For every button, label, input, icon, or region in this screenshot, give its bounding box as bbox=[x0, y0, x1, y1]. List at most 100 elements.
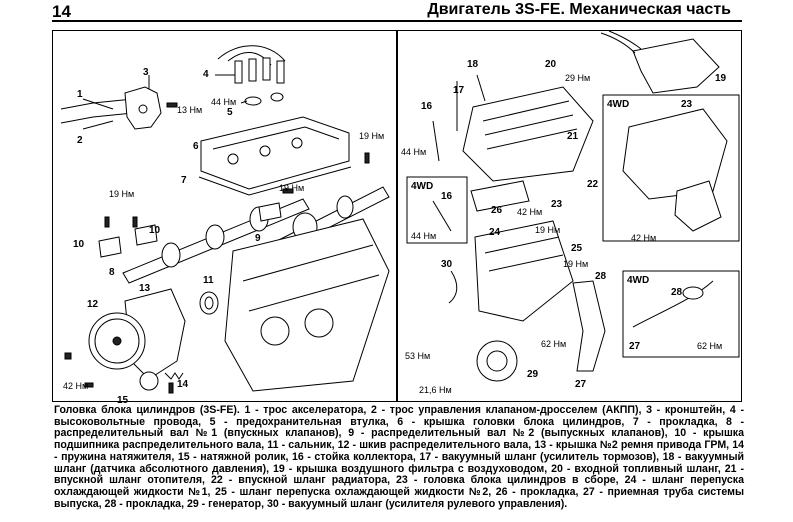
callout-23: 23 bbox=[551, 199, 563, 210]
callout-20: 20 bbox=[545, 59, 557, 70]
callout-28: 28 bbox=[595, 271, 607, 282]
engine-block bbox=[474, 220, 574, 322]
bolt bbox=[166, 102, 178, 108]
bearing-cap-1 bbox=[98, 236, 122, 258]
air-cleaner-cover bbox=[632, 38, 720, 94]
plug-boot-3 bbox=[262, 57, 271, 81]
plug-boot-1 bbox=[234, 60, 243, 84]
torque-19nm-e: 19 Нм bbox=[563, 259, 588, 269]
callout-23-4wd: 23 bbox=[681, 99, 693, 110]
callout-22: 22 bbox=[587, 179, 599, 190]
figure-divider bbox=[396, 31, 398, 401]
bolt bbox=[364, 152, 370, 164]
torque-44nm-b: 44 Нм bbox=[401, 147, 426, 157]
bolt bbox=[132, 216, 138, 228]
torque-44nm-c: 44 Нм bbox=[411, 231, 436, 241]
alternator-pulley bbox=[486, 350, 508, 372]
block-lines bbox=[484, 236, 564, 272]
ps-vacuum-hose bbox=[448, 270, 458, 304]
plug-boot-4 bbox=[276, 60, 285, 84]
torque-19nm-c: 19 Нм bbox=[279, 183, 304, 193]
bolt bbox=[168, 382, 174, 394]
callout-1: 1 bbox=[77, 89, 83, 100]
page-number: 14 bbox=[52, 2, 71, 21]
callout-10b: 10 bbox=[149, 225, 161, 236]
exhaust-pipe-4wd bbox=[632, 280, 714, 328]
bearing-cap-2 bbox=[134, 224, 158, 246]
callout-27: 27 bbox=[575, 379, 587, 390]
manifold-runners bbox=[482, 100, 578, 150]
vacuum-hose-18 bbox=[476, 74, 486, 102]
torque-42nm-b: 42 Нм bbox=[517, 207, 542, 217]
torque-29nm: 29 Нм bbox=[565, 73, 590, 83]
cam-lobe-a bbox=[161, 242, 181, 268]
torque-53nm: 53 Нм bbox=[405, 351, 430, 361]
bearing-cap-3 bbox=[258, 202, 282, 222]
cylinder-head-assembly bbox=[462, 86, 594, 182]
leader-lines bbox=[82, 74, 248, 130]
cover-port-2 bbox=[259, 145, 271, 157]
callout-7: 7 bbox=[181, 175, 187, 186]
head-4wd bbox=[622, 108, 728, 200]
callout-6: 6 bbox=[193, 141, 199, 152]
grommet-2 bbox=[270, 92, 284, 102]
callout-29: 29 bbox=[527, 369, 539, 380]
cover-gasket bbox=[198, 166, 352, 196]
torque-42nm-a: 42 Нм bbox=[63, 381, 88, 391]
callout-18: 18 bbox=[467, 59, 479, 70]
tensioner-pulley bbox=[139, 371, 159, 391]
callout-12: 12 bbox=[87, 299, 99, 310]
cam-lobe-b bbox=[205, 224, 225, 250]
torque-62nm-b: 62 Нм bbox=[697, 341, 722, 351]
torque-21-6nm: 21,6 Нм bbox=[419, 385, 452, 395]
callout-25: 25 bbox=[571, 243, 583, 254]
callout-26: 26 bbox=[491, 205, 503, 216]
header-rule bbox=[52, 20, 742, 22]
callout-11: 11 bbox=[203, 275, 214, 286]
torque-42nm-c: 42 Нм bbox=[631, 233, 656, 243]
callout-28-4wd: 28 bbox=[671, 287, 683, 298]
callout-19: 19 bbox=[715, 73, 727, 84]
cover-port-3 bbox=[291, 137, 303, 149]
gasket-4wd bbox=[682, 286, 704, 300]
callout-14: 14 bbox=[177, 379, 189, 390]
air-duct bbox=[600, 32, 636, 54]
callout-15: 15 bbox=[117, 395, 129, 403]
accelerator-cable bbox=[60, 98, 134, 110]
4wd-box-stay bbox=[406, 176, 468, 244]
page-header: 14 Двигатель 3S-FE. Механическая часть bbox=[0, 0, 793, 22]
callout-8: 8 bbox=[109, 267, 115, 278]
manifold-gasket bbox=[470, 180, 530, 212]
4wd-box-exhaust bbox=[622, 270, 740, 358]
cylinder-head-cover bbox=[200, 116, 350, 190]
torque-19nm-d: 19 Нм bbox=[535, 225, 560, 235]
bracket-hole bbox=[138, 104, 148, 114]
bolt bbox=[64, 352, 72, 360]
bolt bbox=[282, 188, 294, 194]
air-duct-2 bbox=[608, 31, 642, 50]
exhaust-4wd bbox=[674, 180, 722, 232]
cover-port-1 bbox=[227, 153, 239, 165]
block-bore-2 bbox=[304, 308, 334, 338]
callout-13: 13 bbox=[139, 283, 151, 294]
exhaust-front-pipe bbox=[572, 280, 606, 372]
block-bore-1 bbox=[260, 316, 290, 346]
badge-4wd-exhaust: 4WD bbox=[627, 275, 649, 286]
callout-4: 4 bbox=[203, 69, 209, 80]
torque-44nm-a: 44 Нм bbox=[211, 97, 236, 107]
exploded-view-figure: 1 2 3 4 5 6 7 8 9 10 10 11 12 13 14 15 1… bbox=[52, 30, 742, 403]
pulley-hub bbox=[112, 336, 122, 346]
torque-19nm-b: 19 Нм bbox=[109, 189, 134, 199]
callout-5: 5 bbox=[227, 107, 233, 118]
torque-19nm-a: 19 Нм bbox=[359, 131, 384, 141]
engine-block-sketch bbox=[224, 218, 390, 392]
bolt bbox=[84, 382, 94, 388]
callout-30: 30 bbox=[441, 259, 453, 270]
badge-4wd-stay: 4WD bbox=[411, 181, 433, 192]
oil-seal-inner bbox=[204, 296, 214, 310]
exploded-view-drawing: 1 2 3 4 5 6 7 8 9 10 10 11 12 13 14 15 1… bbox=[60, 31, 740, 403]
head-line-2 bbox=[248, 274, 380, 312]
plug-boot-2 bbox=[248, 58, 257, 82]
callout-3: 3 bbox=[143, 67, 149, 78]
callout-2: 2 bbox=[77, 135, 83, 146]
